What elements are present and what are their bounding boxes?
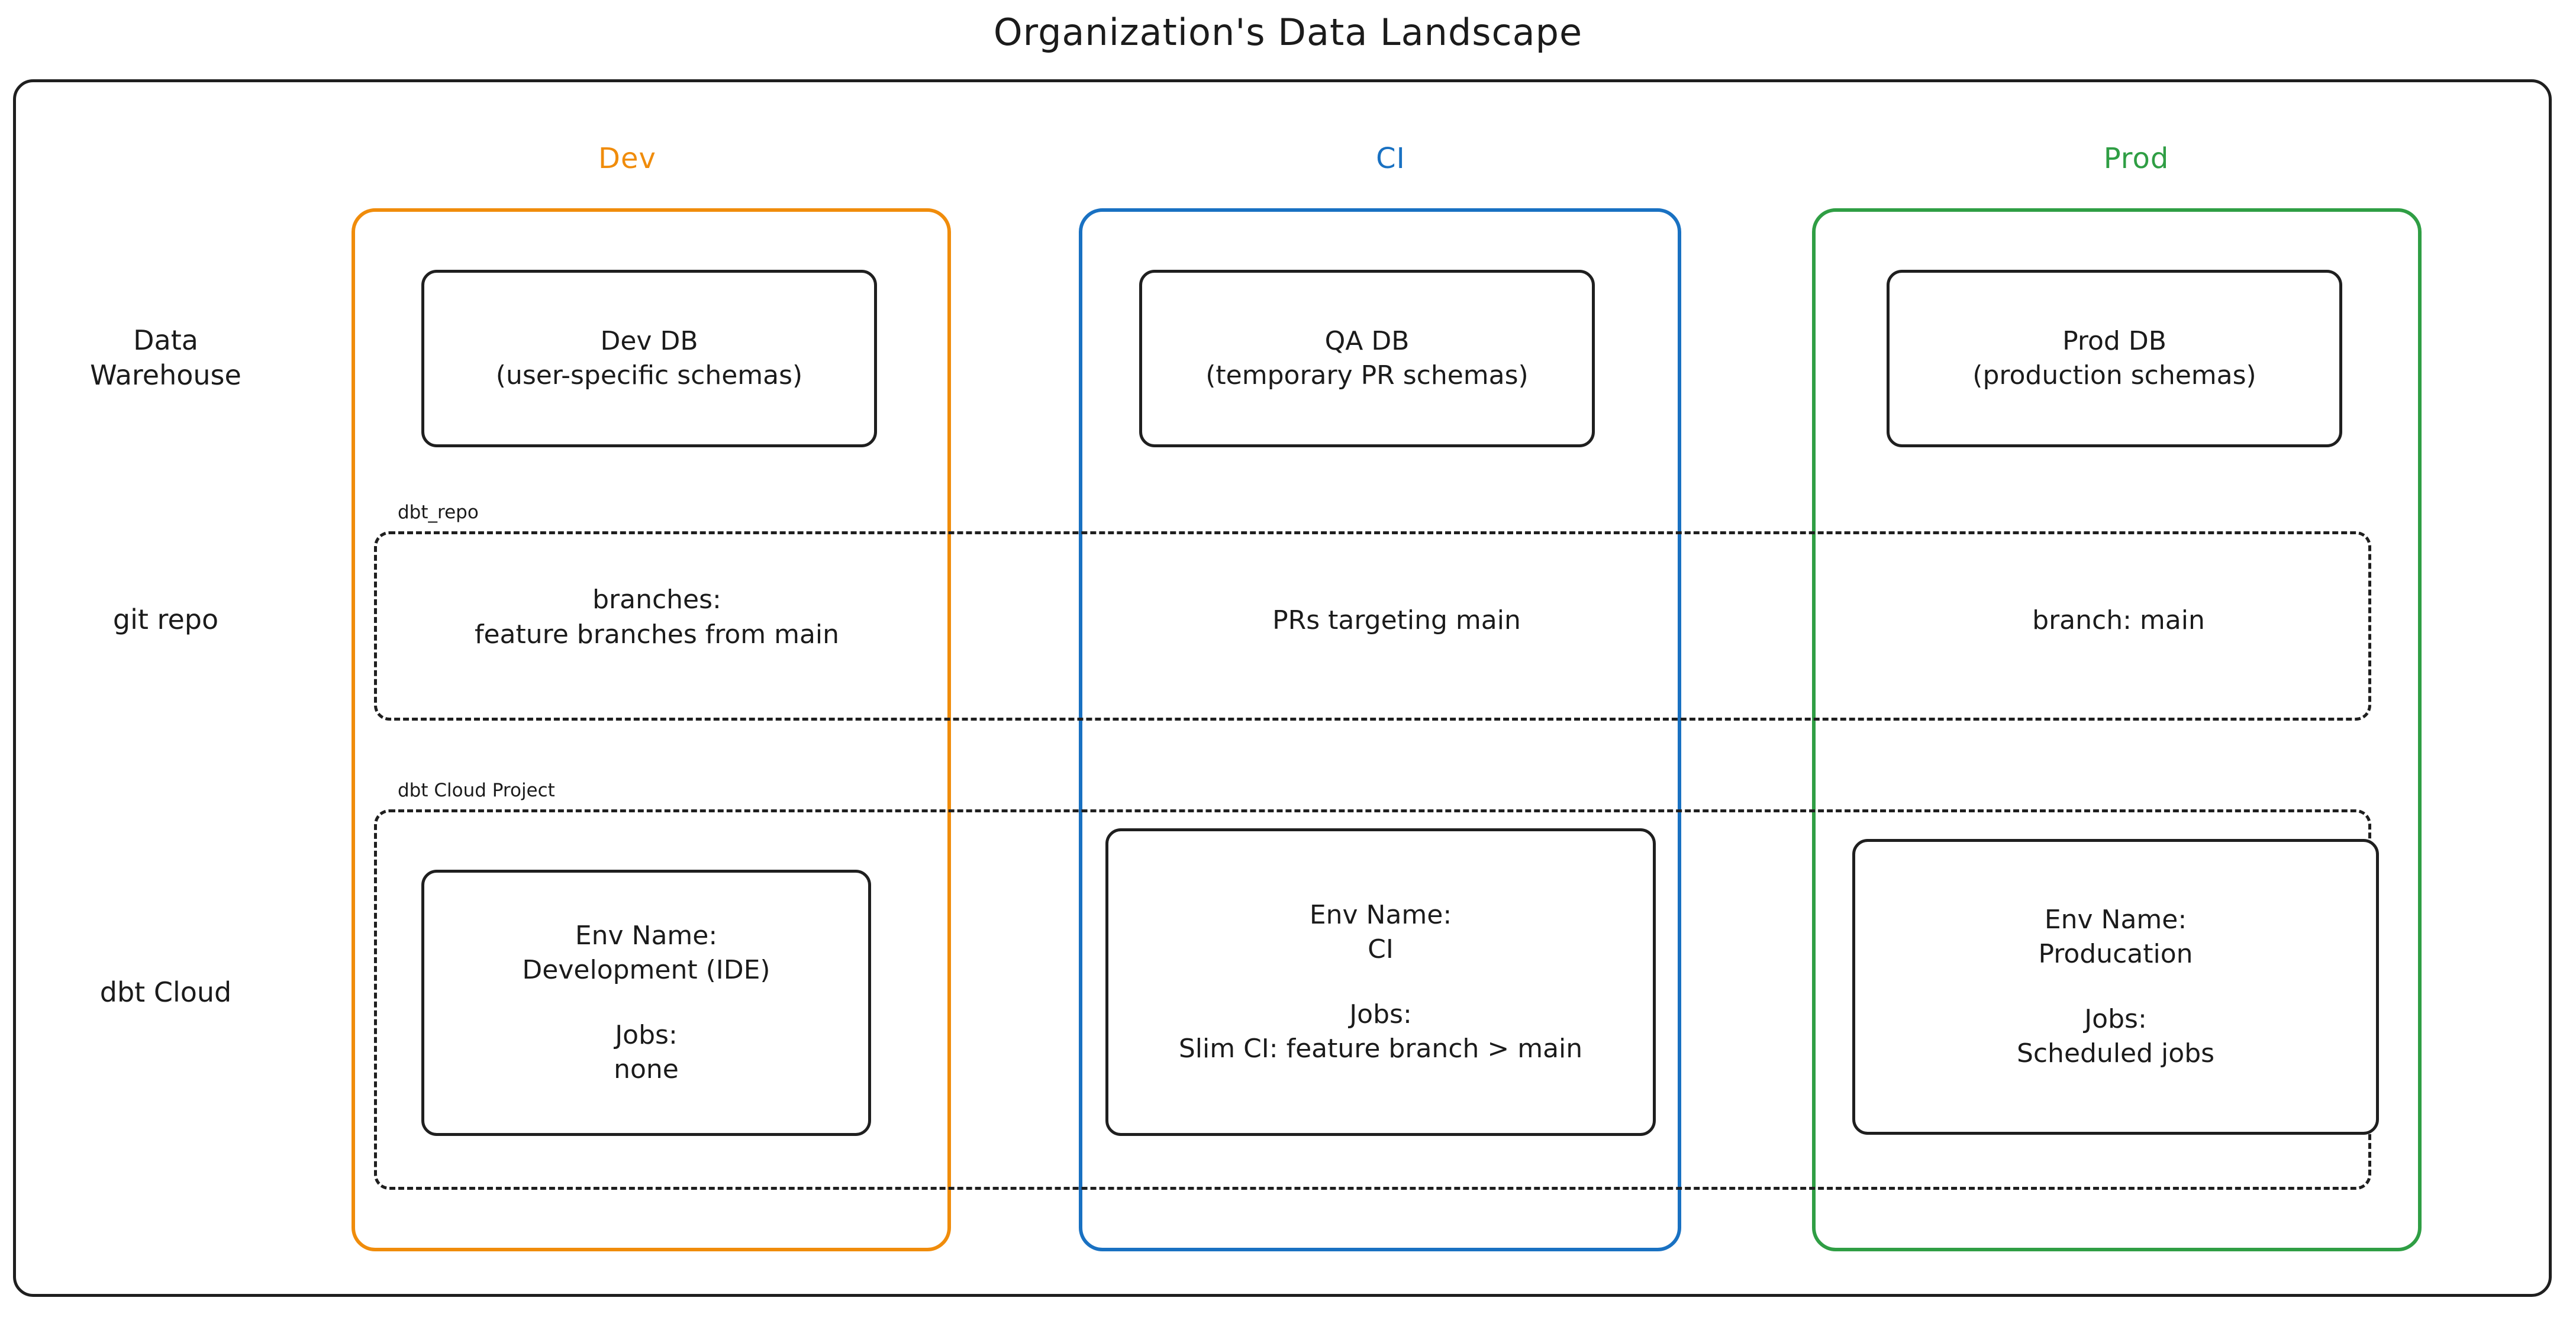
dbt-env-name-dev: Env Name: Development (IDE) bbox=[522, 920, 770, 985]
dbt-jobs-dev: Jobs: none bbox=[614, 1020, 679, 1085]
node-dev-db: Dev DB (user-specific schemas) bbox=[421, 270, 877, 447]
cluster-label-dbt-repo: dbt_repo bbox=[392, 502, 485, 523]
env-column-prod bbox=[1812, 208, 2422, 1251]
env-column-ci bbox=[1079, 208, 1681, 1251]
git-repo-text-prod: branch: main bbox=[2032, 605, 2205, 635]
env-header-prod: Prod bbox=[2103, 142, 2169, 175]
env-header-dev: Dev bbox=[598, 142, 656, 175]
cluster-dbt-repo bbox=[374, 531, 2371, 721]
node-prod-db: Prod DB (production schemas) bbox=[1887, 270, 2342, 447]
node-qa-db: QA DB (temporary PR schemas) bbox=[1139, 270, 1595, 447]
dbt-jobs-ci: Jobs: Slim CI: feature branch > main bbox=[1178, 999, 1583, 1064]
git-repo-text-dev: branches: feature branches from main bbox=[474, 585, 840, 650]
node-dbt-env-dev: Env Name: Development (IDE) Jobs: none bbox=[421, 870, 871, 1136]
page-title: Organization's Data Landscape bbox=[993, 11, 1583, 54]
row-label-dbt-cloud: dbt Cloud bbox=[99, 976, 232, 1008]
git-repo-text-ci: PRs targeting main bbox=[1272, 605, 1521, 635]
row-label-data-warehouse: Data Warehouse bbox=[90, 324, 241, 391]
node-dbt-env-prod: Env Name: Producation Jobs: Scheduled jo… bbox=[1852, 839, 2379, 1135]
cluster-label-dbt-cloud-project: dbt Cloud Project bbox=[392, 780, 561, 801]
env-header-ci: CI bbox=[1376, 142, 1405, 175]
dbt-jobs-prod: Jobs: Scheduled jobs bbox=[2016, 1004, 2215, 1069]
dbt-env-name-ci: Env Name: CI bbox=[1309, 899, 1452, 964]
env-column-dev bbox=[352, 208, 951, 1251]
dbt-env-name-prod: Env Name: Producation bbox=[2038, 904, 2193, 969]
row-label-git-repo: git repo bbox=[112, 603, 219, 635]
node-dbt-env-ci: Env Name: CI Jobs: Slim CI: feature bran… bbox=[1105, 828, 1656, 1136]
